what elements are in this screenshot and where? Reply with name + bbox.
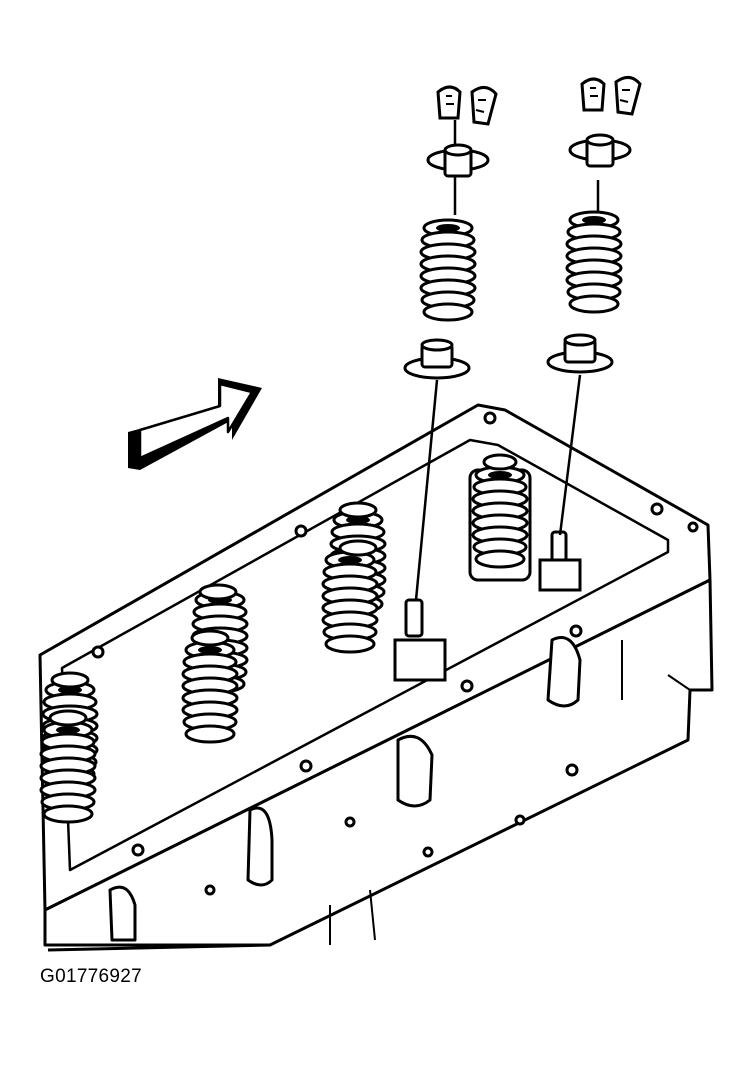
exploded-stack-right: [546, 76, 642, 536]
installed-spring-mid-left: [191, 583, 249, 694]
valve-keeper-left-a: [436, 85, 462, 120]
head-front-face: [43, 578, 714, 947]
valve-spring-left: [419, 218, 477, 322]
installed-spring-mid-right: [321, 539, 379, 654]
installed-spring-front-left-lower: [39, 709, 97, 824]
exposed-valve-stems: [393, 530, 582, 682]
exploded-stack-left: [403, 85, 498, 601]
cylinder-head: [38, 403, 714, 952]
valve-seal-right: [546, 333, 614, 374]
direction-arrow-icon: [128, 378, 262, 470]
spring-retainer-left: [426, 143, 490, 178]
valve-keeper-right-a: [580, 77, 606, 112]
installed-spring-front-mid: [181, 629, 239, 744]
figure-id-label: G01776927: [40, 966, 143, 987]
spring-retainer-right: [568, 133, 632, 168]
installed-spring-rear-right: [468, 453, 532, 582]
installed-spring-front-left-upper: [41, 671, 99, 784]
port-2: [396, 734, 434, 808]
valve-seal-left: [403, 338, 471, 380]
valve-spring-exploded-diagram: [38, 76, 714, 952]
valve-keeper-left-b: [470, 86, 498, 126]
port-1: [246, 806, 274, 887]
installed-spring-rear-left: [329, 501, 387, 614]
valve-spring-right: [565, 210, 623, 314]
port-3: [546, 636, 582, 708]
valve-keeper-right-b: [614, 76, 642, 116]
port-4: [108, 885, 137, 942]
head-inner-rail: [60, 438, 670, 872]
